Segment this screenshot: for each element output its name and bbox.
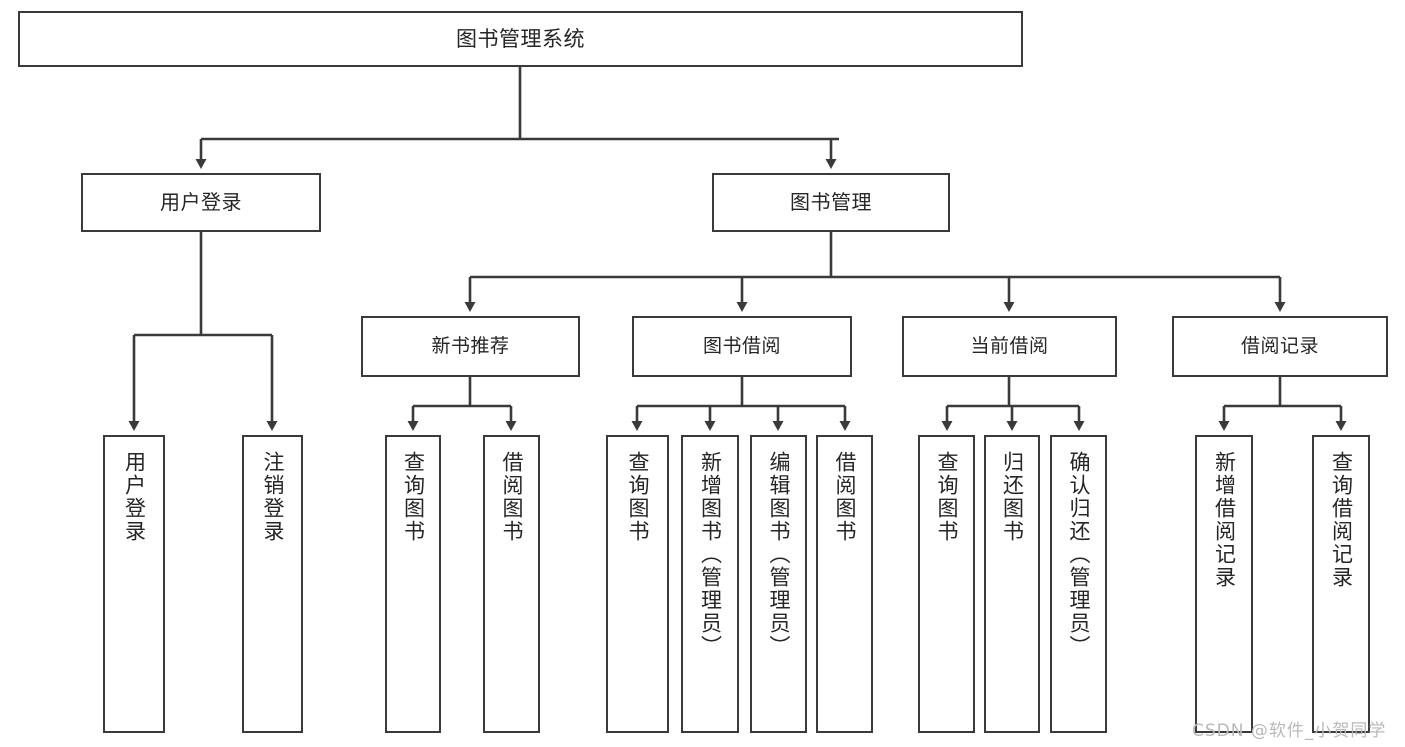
node-label: 查询图书 xyxy=(401,451,426,543)
watermark: CSDN @软件_小贺同学 xyxy=(1192,721,1387,741)
node-label: 新书推荐 xyxy=(431,335,510,358)
node-label: 图书管理 xyxy=(790,189,872,214)
node-label: 用户登录 xyxy=(122,451,147,543)
node-label: 图书管理系统 xyxy=(456,26,585,51)
node-label: 当前借阅 xyxy=(970,335,1049,358)
node-root[interactable]: 图书管理系统 xyxy=(18,11,1023,67)
leaf-node[interactable]: 新增借阅记录 xyxy=(1195,435,1253,733)
leaf-node[interactable]: 查询图书 xyxy=(385,435,441,733)
node-label: 编辑图书（管理员） xyxy=(767,451,791,658)
leaf-node[interactable]: 确认归还（管理员） xyxy=(1050,435,1107,733)
node-label: 注销登录 xyxy=(261,451,285,543)
leaf-node[interactable]: 查询图书 xyxy=(606,435,669,733)
node-label: 查询图书 xyxy=(935,451,959,543)
node-book-borrow[interactable]: 图书借阅 xyxy=(632,316,852,377)
node-label: 查询图书 xyxy=(626,451,650,543)
node-borrow-records[interactable]: 借阅记录 xyxy=(1172,316,1388,377)
node-label: 确认归还（管理员） xyxy=(1067,451,1091,658)
node-label: 借阅记录 xyxy=(1240,335,1319,358)
node-book-management[interactable]: 图书管理 xyxy=(712,173,950,232)
node-label: 借阅图书 xyxy=(500,451,524,543)
node-label: 借阅图书 xyxy=(833,451,857,543)
node-label: 新增借阅记录 xyxy=(1212,451,1237,589)
node-label: 用户登录 xyxy=(160,189,242,214)
leaf-node[interactable]: 用户登录 xyxy=(103,435,165,733)
node-label: 查询借阅记录 xyxy=(1329,451,1354,589)
node-current-borrow[interactable]: 当前借阅 xyxy=(902,316,1117,377)
node-label: 归还图书 xyxy=(1000,451,1025,543)
leaf-node[interactable]: 查询借阅记录 xyxy=(1312,435,1370,733)
node-new-book-recommend[interactable]: 新书推荐 xyxy=(361,316,580,377)
node-user-login[interactable]: 用户登录 xyxy=(81,173,321,232)
leaf-node[interactable]: 新增图书（管理员） xyxy=(681,435,739,733)
node-label: 图书借阅 xyxy=(702,335,781,358)
leaf-node[interactable]: 注销登录 xyxy=(242,435,303,733)
leaf-node[interactable]: 借阅图书 xyxy=(483,435,540,733)
leaf-node[interactable]: 借阅图书 xyxy=(816,435,873,733)
node-label: 新增图书（管理员） xyxy=(698,451,723,658)
leaf-node[interactable]: 编辑图书（管理员） xyxy=(750,435,807,733)
leaf-node[interactable]: 归还图书 xyxy=(984,435,1040,733)
leaf-node[interactable]: 查询图书 xyxy=(918,435,975,733)
